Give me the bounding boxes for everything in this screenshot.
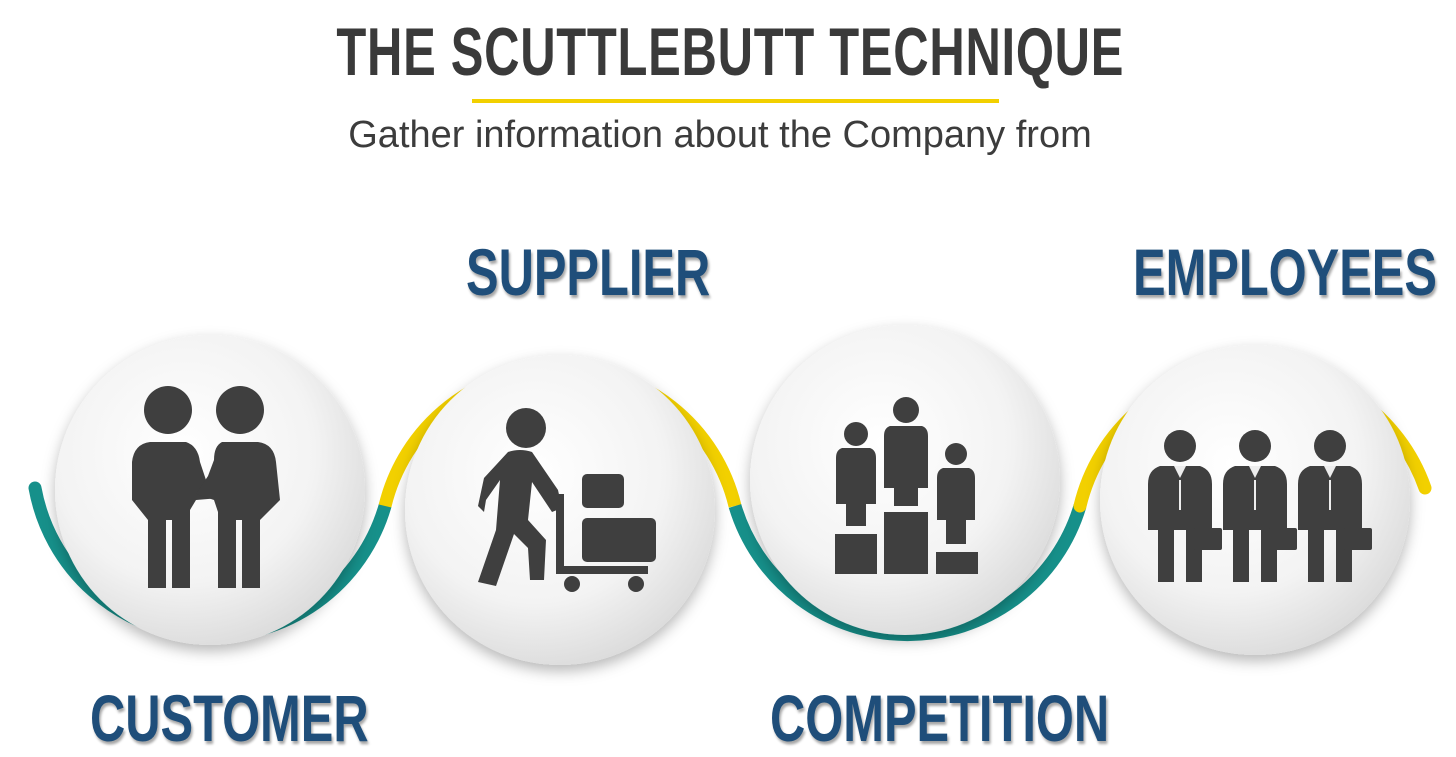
delivery-worker-icon (478, 408, 656, 592)
label-employees: EMPLOYEES (1133, 235, 1437, 309)
label-competition: COMPETITION (770, 681, 1110, 755)
title-underline (472, 99, 999, 103)
podium-icon (835, 397, 978, 574)
label-customer: CUSTOMER (90, 681, 369, 755)
page-subtitle: Gather information about the Company fro… (348, 114, 1092, 156)
handshake-icon (132, 386, 280, 588)
label-supplier: SUPPLIER (466, 235, 711, 309)
businessmen-icon (1148, 430, 1372, 582)
page-title: THE SCUTTLEBUTT TECHNIQUE (336, 14, 1125, 90)
